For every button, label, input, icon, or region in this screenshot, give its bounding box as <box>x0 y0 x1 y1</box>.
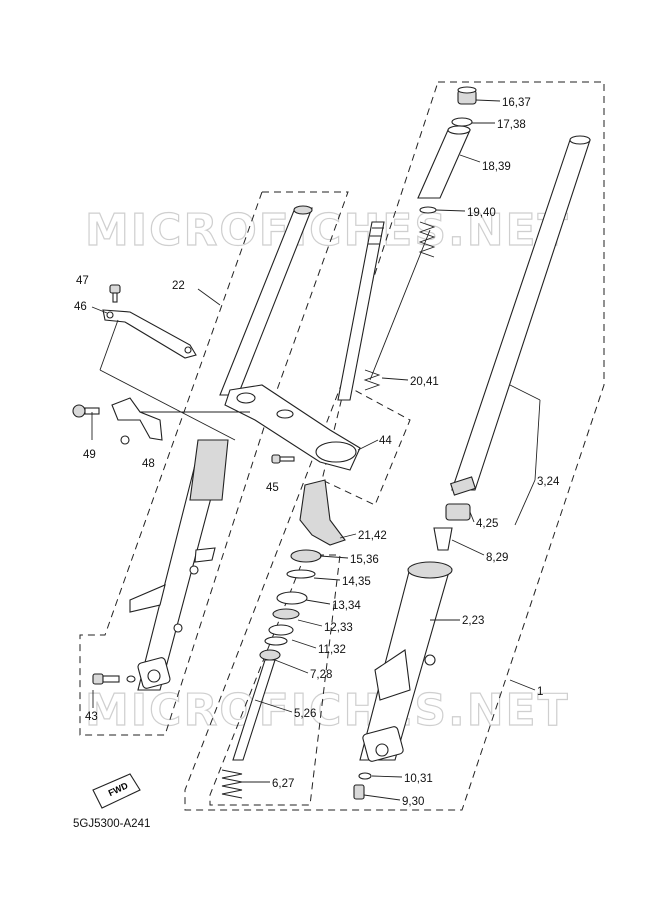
callout-9-30: 9,30 <box>402 796 424 808</box>
callout-1: 1 <box>537 686 543 698</box>
diagram-code: 5GJ5300-A241 <box>73 818 150 830</box>
watermark-top: MICROFICHES.NET <box>85 205 570 256</box>
callout-21-42: 21,42 <box>358 530 387 542</box>
outer-tube-assembly-outline <box>184 81 605 811</box>
callout-7-28: 7,28 <box>310 669 332 681</box>
callout-47: 47 <box>76 275 89 287</box>
callout-4-25: 4,25 <box>476 518 498 530</box>
fwd-direction-arrow: FWD <box>92 773 141 809</box>
bolt-43 <box>92 673 136 685</box>
callout-46: 46 <box>74 301 87 313</box>
under-bracket <box>224 384 361 471</box>
race-lower <box>264 636 288 646</box>
right-outer-tube <box>449 135 591 496</box>
callout-13-34: 13,34 <box>332 600 361 612</box>
ring-nut <box>286 569 316 579</box>
callout-5-26: 5,26 <box>294 708 316 720</box>
callout-49: 49 <box>83 449 96 461</box>
bolt-45 <box>271 454 295 464</box>
callout-6-27: 6,27 <box>272 778 294 790</box>
callout-18-39: 18,39 <box>482 161 511 173</box>
oil-seal <box>445 503 471 521</box>
drain-bolt <box>353 772 372 800</box>
stem-cover <box>299 479 346 546</box>
leader-lines <box>91 99 541 801</box>
oil-lock-piece <box>433 527 453 551</box>
left-outer-slider <box>129 439 229 691</box>
callout-44: 44 <box>379 435 392 447</box>
spacer-tube <box>417 125 471 199</box>
callout-45: 45 <box>266 482 279 494</box>
callout-16-37: 16,37 <box>502 97 531 109</box>
callout-14-35: 14,35 <box>342 576 371 588</box>
damper-rod <box>232 649 281 761</box>
left-fork-assembly-outline <box>79 191 349 736</box>
bearing-upper <box>276 591 308 605</box>
inner-parts-outline <box>209 554 341 806</box>
callout-17-38: 17,38 <box>497 119 526 131</box>
callout-43: 43 <box>85 711 98 723</box>
watermark-bottom: MICROFICHES.NET <box>85 685 570 736</box>
holder-bracket <box>102 309 197 359</box>
callout-22: 22 <box>172 280 185 292</box>
screw-47 <box>109 284 121 303</box>
callout-12-33: 12,33 <box>324 622 353 634</box>
callout-15-36: 15,36 <box>350 554 379 566</box>
lead-holder <box>111 397 163 445</box>
right-outer-slider <box>359 561 453 762</box>
o-ring <box>451 117 473 127</box>
washer <box>419 206 437 214</box>
bolt-49 <box>72 404 100 418</box>
callout-11-32: 11,32 <box>318 644 346 656</box>
callout-2-23: 2,23 <box>462 615 484 627</box>
callout-19-40: 19,40 <box>467 207 496 219</box>
callout-8-29: 8,29 <box>486 552 508 564</box>
fork-spring <box>363 221 436 391</box>
steering-stem <box>337 221 385 401</box>
callout-48: 48 <box>142 458 155 470</box>
callout-10-31: 10,31 <box>404 773 433 785</box>
callout-3-24: 3,24 <box>537 476 560 488</box>
callout-20-41: 20,41 <box>410 376 439 388</box>
ball-race <box>268 624 294 636</box>
bearing-race-cover <box>290 549 322 563</box>
cap-bolt <box>457 86 477 105</box>
bearing-race <box>272 608 300 620</box>
rebound-spring <box>221 769 243 799</box>
